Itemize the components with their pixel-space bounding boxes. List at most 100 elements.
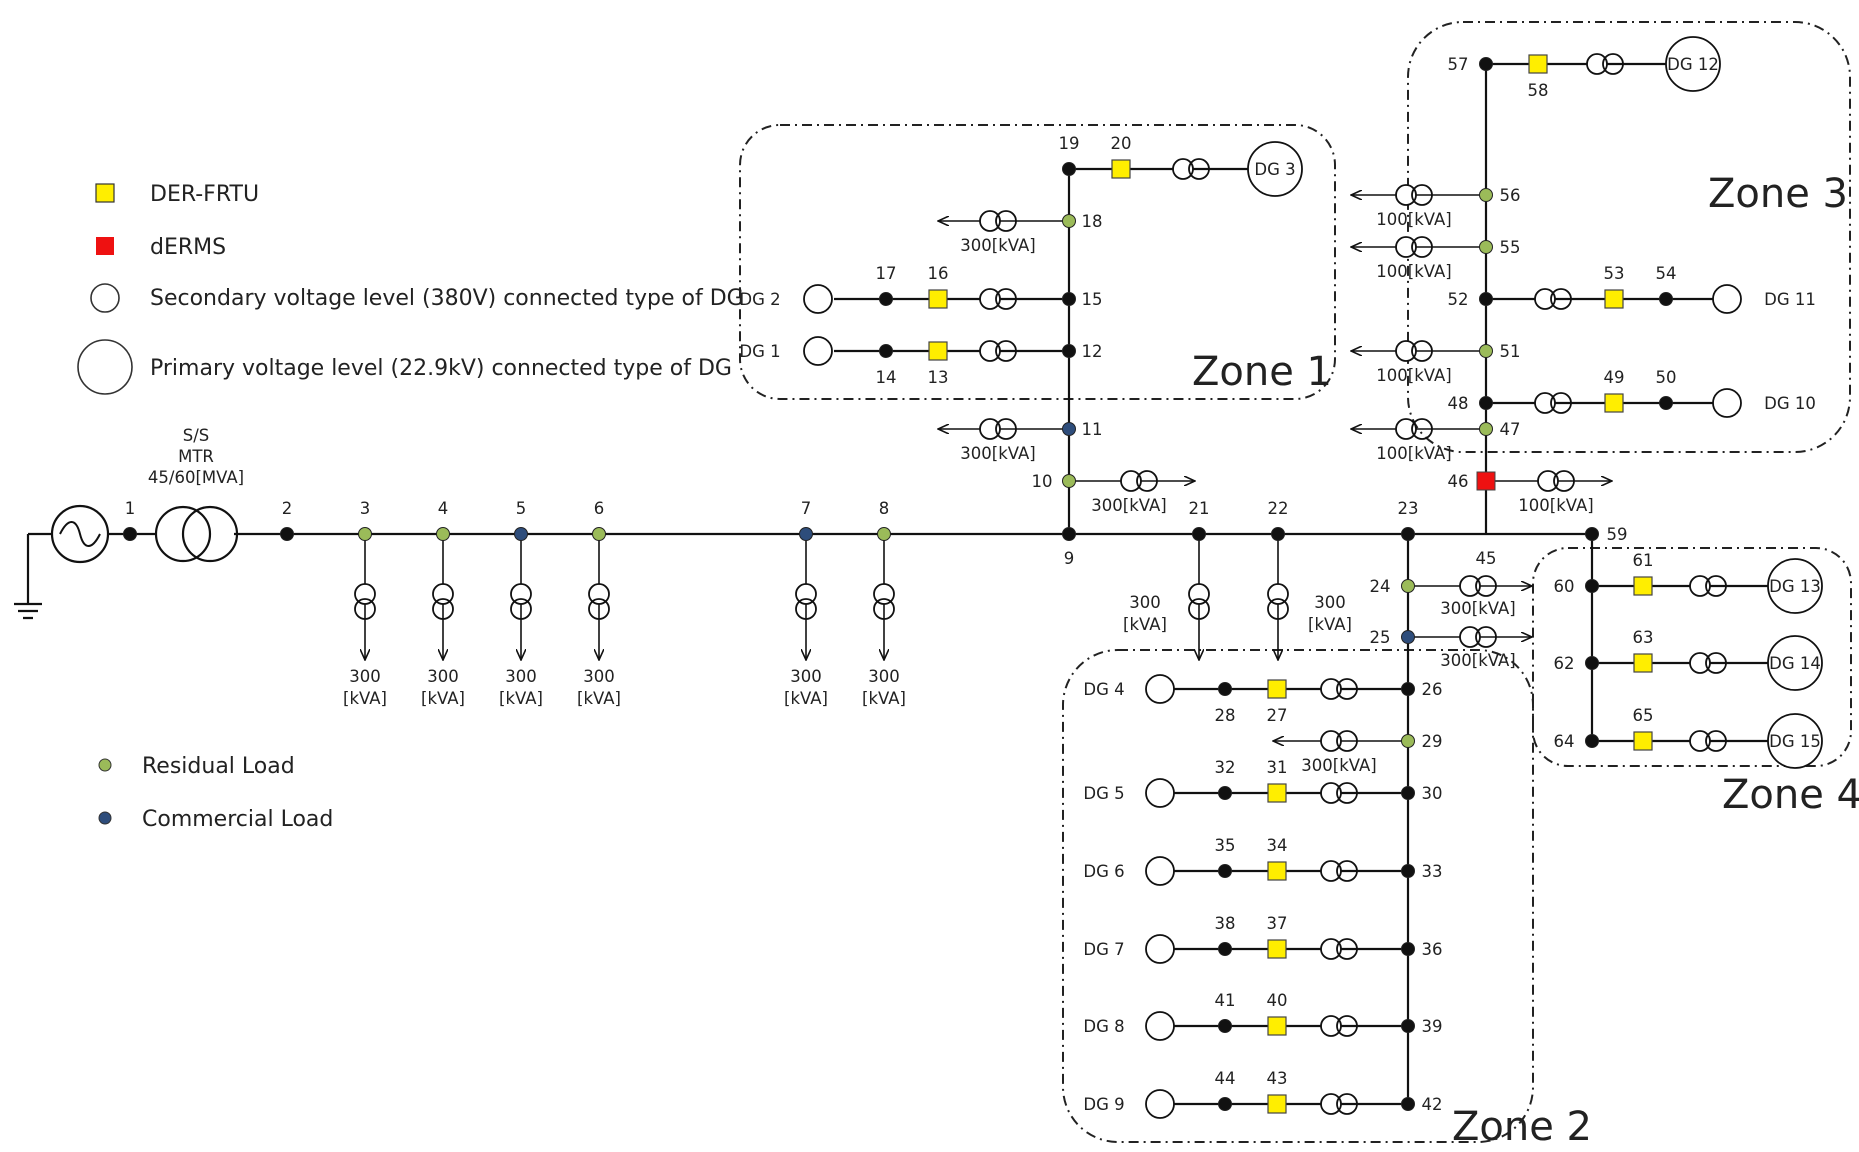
zone-boxes: Zone 1 Zone 3 Zone 2 Zone 4 [739,21,1859,1150]
residual-load-legend-icon [98,758,112,772]
transformer-coil [995,418,1017,440]
node-number: 56 [1500,186,1521,205]
zone-2-box [1062,649,1534,1143]
transformer-icon [510,583,532,605]
ratings: 300[kVA]300[kVA]300[kVA]300[kVA]300[kVA]… [343,210,1594,775]
dg-icon [1145,856,1175,886]
rating-label: 300[kVA] [1440,599,1515,618]
transformer-coil [1550,392,1572,414]
bus-node [1062,474,1076,488]
bus-node [1218,864,1232,878]
bus-nodes [123,57,1673,1111]
dg-icon [1247,141,1303,197]
transformer-icon [979,418,1001,440]
node-number: 13 [928,368,949,387]
node-number: 20 [1111,134,1132,153]
node-number: 32 [1215,758,1236,777]
node-number: 65 [1633,706,1654,725]
node-number: 52 [1448,290,1469,309]
transformer-coil [1336,678,1358,700]
der-frtu-icon [928,289,948,309]
node-number: 48 [1448,394,1469,413]
transformer-coil [1411,184,1433,206]
bus-node [1218,942,1232,956]
transformer-icon [1320,860,1342,882]
transformer-coil [1336,1015,1358,1037]
rating-label: 300[kVA] [960,236,1035,255]
rating-unit: [kVA] [421,689,465,708]
node-number: 34 [1267,836,1288,855]
node-number: 63 [1633,628,1654,647]
node-number: 11 [1082,420,1103,439]
dg-icon [1145,934,1175,964]
node-number: 23 [1398,499,1419,518]
node-number: 21 [1189,499,1210,518]
dg-label: DG 2 [739,290,780,309]
rating-unit: [kVA] [1308,615,1352,634]
transformer-coil [432,598,454,620]
dg-icon [1767,635,1823,691]
der-frtu-legend-icon [95,183,115,203]
bus-node [1218,1097,1232,1111]
der-frtu-icon [1633,576,1653,596]
bus-node [1062,292,1076,306]
node-number: 53 [1604,264,1625,283]
transformer-icon [1537,470,1559,492]
node-number: 62 [1554,654,1575,673]
node-number: 15 [1082,290,1103,309]
transformer-icon [1320,730,1342,752]
transformer-coil [1411,418,1433,440]
node-number: 28 [1215,706,1236,725]
bus-node [1479,396,1493,410]
rating-label: 100[kVA] [1376,444,1451,463]
rating-unit: [kVA] [577,689,621,708]
bus-node [1585,579,1599,593]
der-frtu-icon [1604,393,1624,413]
bus-node [1062,422,1076,436]
bus-node [436,527,450,541]
dg-label: DG 8 [1083,1017,1124,1036]
node-number: 2 [282,499,293,518]
bus-node [1585,734,1599,748]
bus-node [280,527,294,541]
der-frtu-icon [1633,653,1653,673]
transformer-icon [1395,340,1417,362]
bus-node [1271,527,1285,541]
bus-node [1659,292,1673,306]
node-number: 46 [1448,472,1469,491]
dg-label: DG 9 [1083,1095,1124,1114]
bus-node [1401,1097,1415,1111]
bus-node [1479,240,1493,254]
transformer-coil [588,598,610,620]
dg-label: DG 14 [1769,654,1821,673]
dg-icon [803,284,833,314]
rating-label: 300[kVA] [1301,756,1376,775]
transformer-icon [1320,678,1342,700]
der-frtu-icon [1633,731,1653,751]
node-number: 37 [1267,914,1288,933]
rating-value: 300 [349,667,381,686]
bus-node [1585,527,1599,541]
bus-node [1479,57,1493,71]
dg-label: DG 7 [1083,940,1124,959]
node-number: 64 [1554,732,1575,751]
bus-node [1479,188,1493,202]
node-number: 27 [1267,706,1288,725]
transformer-coil [1336,782,1358,804]
bus-node [1062,214,1076,228]
rating-value: 300 [790,667,822,686]
node-number: 29 [1422,732,1443,751]
legend: DER-FRTU dERMS Secondary voltage level (… [77,182,744,832]
node-number: 33 [1422,862,1443,881]
transformer-icon [979,288,1001,310]
transformer-icon [1172,158,1194,180]
der-frtu-units [928,54,1653,1114]
node-number: 41 [1215,991,1236,1010]
transformer-icon [1534,288,1556,310]
node-number: 17 [876,264,897,283]
bus-node [1479,292,1493,306]
node-number: 9 [1064,549,1075,568]
node-number: 44 [1215,1069,1236,1088]
rating-unit: [kVA] [862,689,906,708]
bus-node [879,344,893,358]
